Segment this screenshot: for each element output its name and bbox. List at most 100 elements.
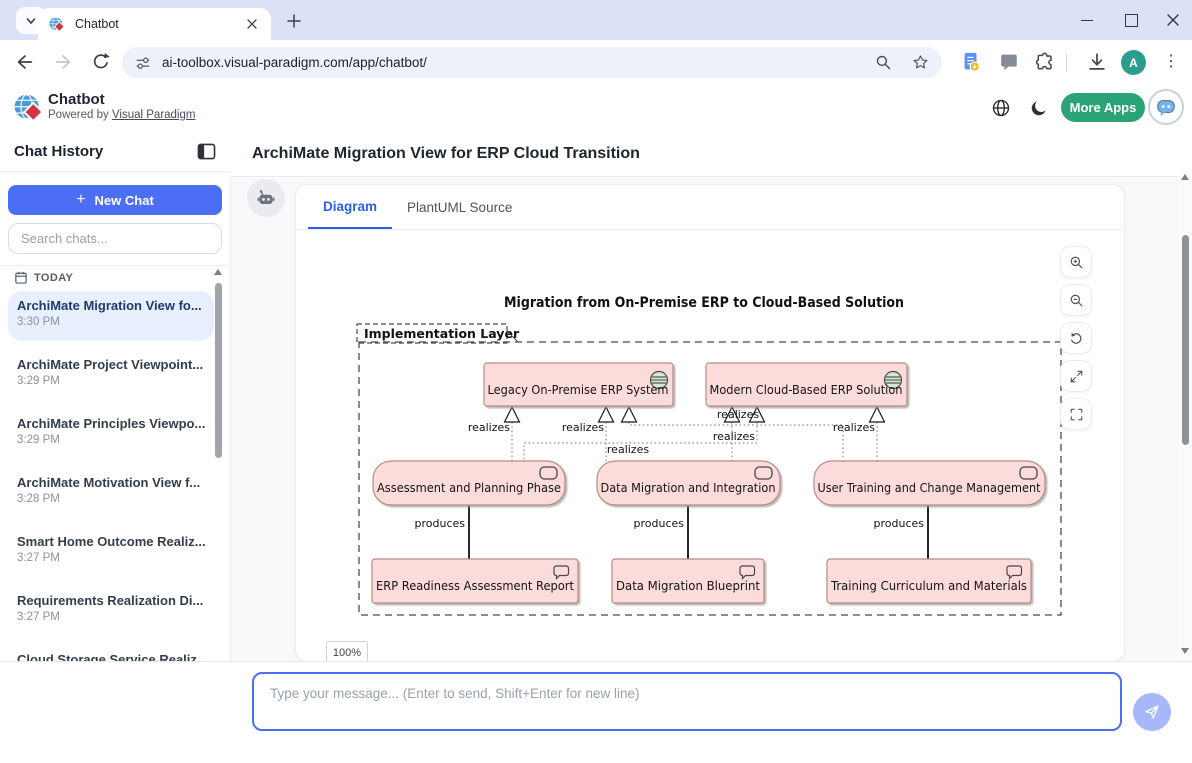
sidebar-scrollbar-thumb[interactable] — [215, 283, 222, 458]
chat-content-area: Diagram PlantUML Source Migration from O… — [231, 178, 1192, 662]
profile-avatar[interactable]: A — [1121, 50, 1146, 75]
zoom-level-badge: 100% — [326, 641, 368, 661]
node-assessment-phase[interactable] — [372, 460, 566, 506]
work-package-icon — [539, 466, 1038, 480]
new-chat-button[interactable]: + New Chat — [8, 185, 222, 215]
node-user-training[interactable] — [813, 460, 1046, 506]
powered-by: Powered by Visual Paradigm — [48, 109, 195, 121]
window-maximize-button[interactable] — [1114, 0, 1148, 40]
tab-close-button[interactable] — [243, 15, 261, 33]
scrollbar-thumb[interactable] — [1182, 235, 1189, 445]
tab-plantuml-source[interactable]: PlantUML Source — [407, 199, 513, 215]
chat-list-item[interactable]: ArchiMate Motivation View f... 3:28 PM — [8, 468, 214, 518]
main-scrollbar[interactable] — [1179, 170, 1192, 660]
scroll-down-arrow[interactable] — [1181, 648, 1189, 654]
visual-paradigm-favicon — [49, 16, 65, 32]
new-tab-button[interactable] — [282, 9, 306, 33]
section-today-label: TODAY — [34, 271, 74, 284]
card-tab-bar: Diagram PlantUML Source — [296, 185, 1124, 230]
chat-title: Smart Home Outcome Realiz... — [17, 534, 205, 549]
node-label: Modern Cloud-Based ERP Solution — [710, 383, 903, 397]
zoom-indicator-icon[interactable] — [874, 53, 893, 72]
reload-icon[interactable] — [90, 51, 112, 73]
app-title: Chatbot — [48, 91, 105, 108]
search-chats-input[interactable] — [8, 223, 222, 254]
archimate-diagram: Migration from On-Premise ERP to Cloud-B… — [356, 295, 1062, 616]
chat-list-item[interactable]: ArchiMate Principles Viewpo... 3:29 PM — [8, 409, 214, 459]
bot-avatar — [247, 179, 285, 217]
zoom-out-button[interactable] — [1060, 284, 1092, 316]
expand-button[interactable] — [1060, 360, 1092, 392]
more-apps-button[interactable]: More Apps — [1061, 93, 1145, 122]
edge-label-realizes: realizes — [717, 408, 759, 421]
zoom-in-button[interactable] — [1060, 246, 1092, 278]
back-icon[interactable] — [14, 51, 36, 73]
edge-label-produces: produces — [634, 517, 685, 530]
app-header: Chatbot Powered by Visual Paradigm More … — [0, 85, 1192, 132]
node-label: Data Migration Blueprint — [616, 579, 760, 593]
window-minimize-button[interactable] — [1070, 0, 1104, 40]
chevron-down-icon — [26, 17, 36, 24]
chat-time: 3:28 PM — [17, 493, 60, 505]
node-erp-report[interactable] — [371, 558, 579, 604]
sidebar-scroll-up-arrow[interactable] — [214, 269, 222, 275]
diagram-card: Diagram PlantUML Source Migration from O… — [295, 184, 1125, 662]
visual-paradigm-logo — [14, 94, 44, 123]
dark-mode-moon-icon[interactable] — [1029, 98, 1049, 118]
scroll-up-arrow[interactable] — [1181, 174, 1189, 180]
download-icon[interactable] — [1086, 51, 1108, 73]
visual-paradigm-link[interactable]: Visual Paradigm — [111, 109, 196, 121]
window-close-button[interactable] — [1156, 0, 1190, 40]
docs-offline-extension-icon[interactable] — [960, 51, 982, 73]
language-globe-icon[interactable] — [991, 98, 1011, 118]
deliverable-icon — [553, 565, 1023, 580]
edge-label-realizes: realizes — [468, 421, 510, 434]
forward-icon[interactable] — [52, 51, 74, 73]
chat-time: 3:29 PM — [17, 375, 60, 387]
zoom-out-icon — [1070, 294, 1082, 306]
browser-tab-chatbot[interactable]: Chatbot — [38, 8, 271, 40]
message-input[interactable] — [252, 672, 1122, 731]
fullscreen-button[interactable] — [1060, 398, 1092, 430]
chat-time: 3:29 PM — [17, 434, 60, 446]
node-training-materials[interactable] — [826, 558, 1032, 604]
tab-title: Chatbot — [75, 17, 119, 31]
edge-label-produces: produces — [415, 517, 466, 530]
send-button[interactable] — [1133, 693, 1171, 731]
edge-label-realizes: realizes — [562, 421, 604, 434]
node-label: Data Migration and Integration — [601, 481, 776, 495]
extensions-puzzle-icon[interactable] — [1034, 51, 1056, 73]
node-legacy-erp[interactable] — [483, 362, 674, 407]
node-dm-blueprint[interactable] — [611, 558, 765, 604]
fullscreen-brackets-icon — [1070, 408, 1082, 420]
chat-widget-button[interactable] — [1148, 89, 1184, 125]
plus-icon — [287, 14, 301, 28]
chat-list-item[interactable]: Requirements Realization Di... 3:27 PM — [8, 586, 214, 636]
maximize-icon — [1124, 13, 1138, 27]
page-title: ArchiMate Migration View for ERP Cloud T… — [230, 131, 1192, 177]
collapse-sidebar-icon[interactable] — [197, 143, 216, 160]
diagram-zoom-toolbar — [1060, 246, 1092, 430]
site-info-icon[interactable] — [134, 54, 152, 72]
reset-zoom-button[interactable] — [1060, 322, 1092, 354]
bookmark-star-icon[interactable] — [911, 53, 930, 72]
edge-label-realizes: realizes — [607, 443, 649, 456]
chat-list-item[interactable]: ArchiMate Migration View fo... 3:30 PM — [8, 291, 214, 341]
chat-list-item[interactable]: ArchiMate Project Viewpoint... 3:29 PM — [8, 350, 214, 400]
node-modern-erp[interactable] — [705, 362, 908, 407]
diagram-canvas[interactable]: Migration from On-Premise ERP to Cloud-B… — [296, 230, 1124, 661]
url-omnibox[interactable]: ai-toolbox.visual-paradigm.com/app/chatb… — [122, 47, 942, 78]
chat-list-item[interactable]: Smart Home Outcome Realiz... 3:27 PM — [8, 527, 214, 577]
new-chat-label: New Chat — [94, 192, 154, 208]
comment-extension-icon[interactable] — [998, 51, 1020, 73]
chat-title: ArchiMate Migration View fo... — [17, 298, 202, 313]
send-paper-plane-icon — [1145, 705, 1159, 719]
node-data-migration[interactable] — [596, 460, 781, 506]
node-label: Training Curriculum and Materials — [830, 579, 1027, 593]
tab-diagram[interactable]: Diagram — [308, 185, 393, 229]
chat-time: 3:27 PM — [17, 552, 60, 564]
divider — [0, 171, 230, 172]
browser-menu-icon[interactable]: ⋮ — [1163, 53, 1179, 70]
node-label: Assessment and Planning Phase — [377, 481, 561, 495]
chat-title: ArchiMate Project Viewpoint... — [17, 357, 204, 372]
